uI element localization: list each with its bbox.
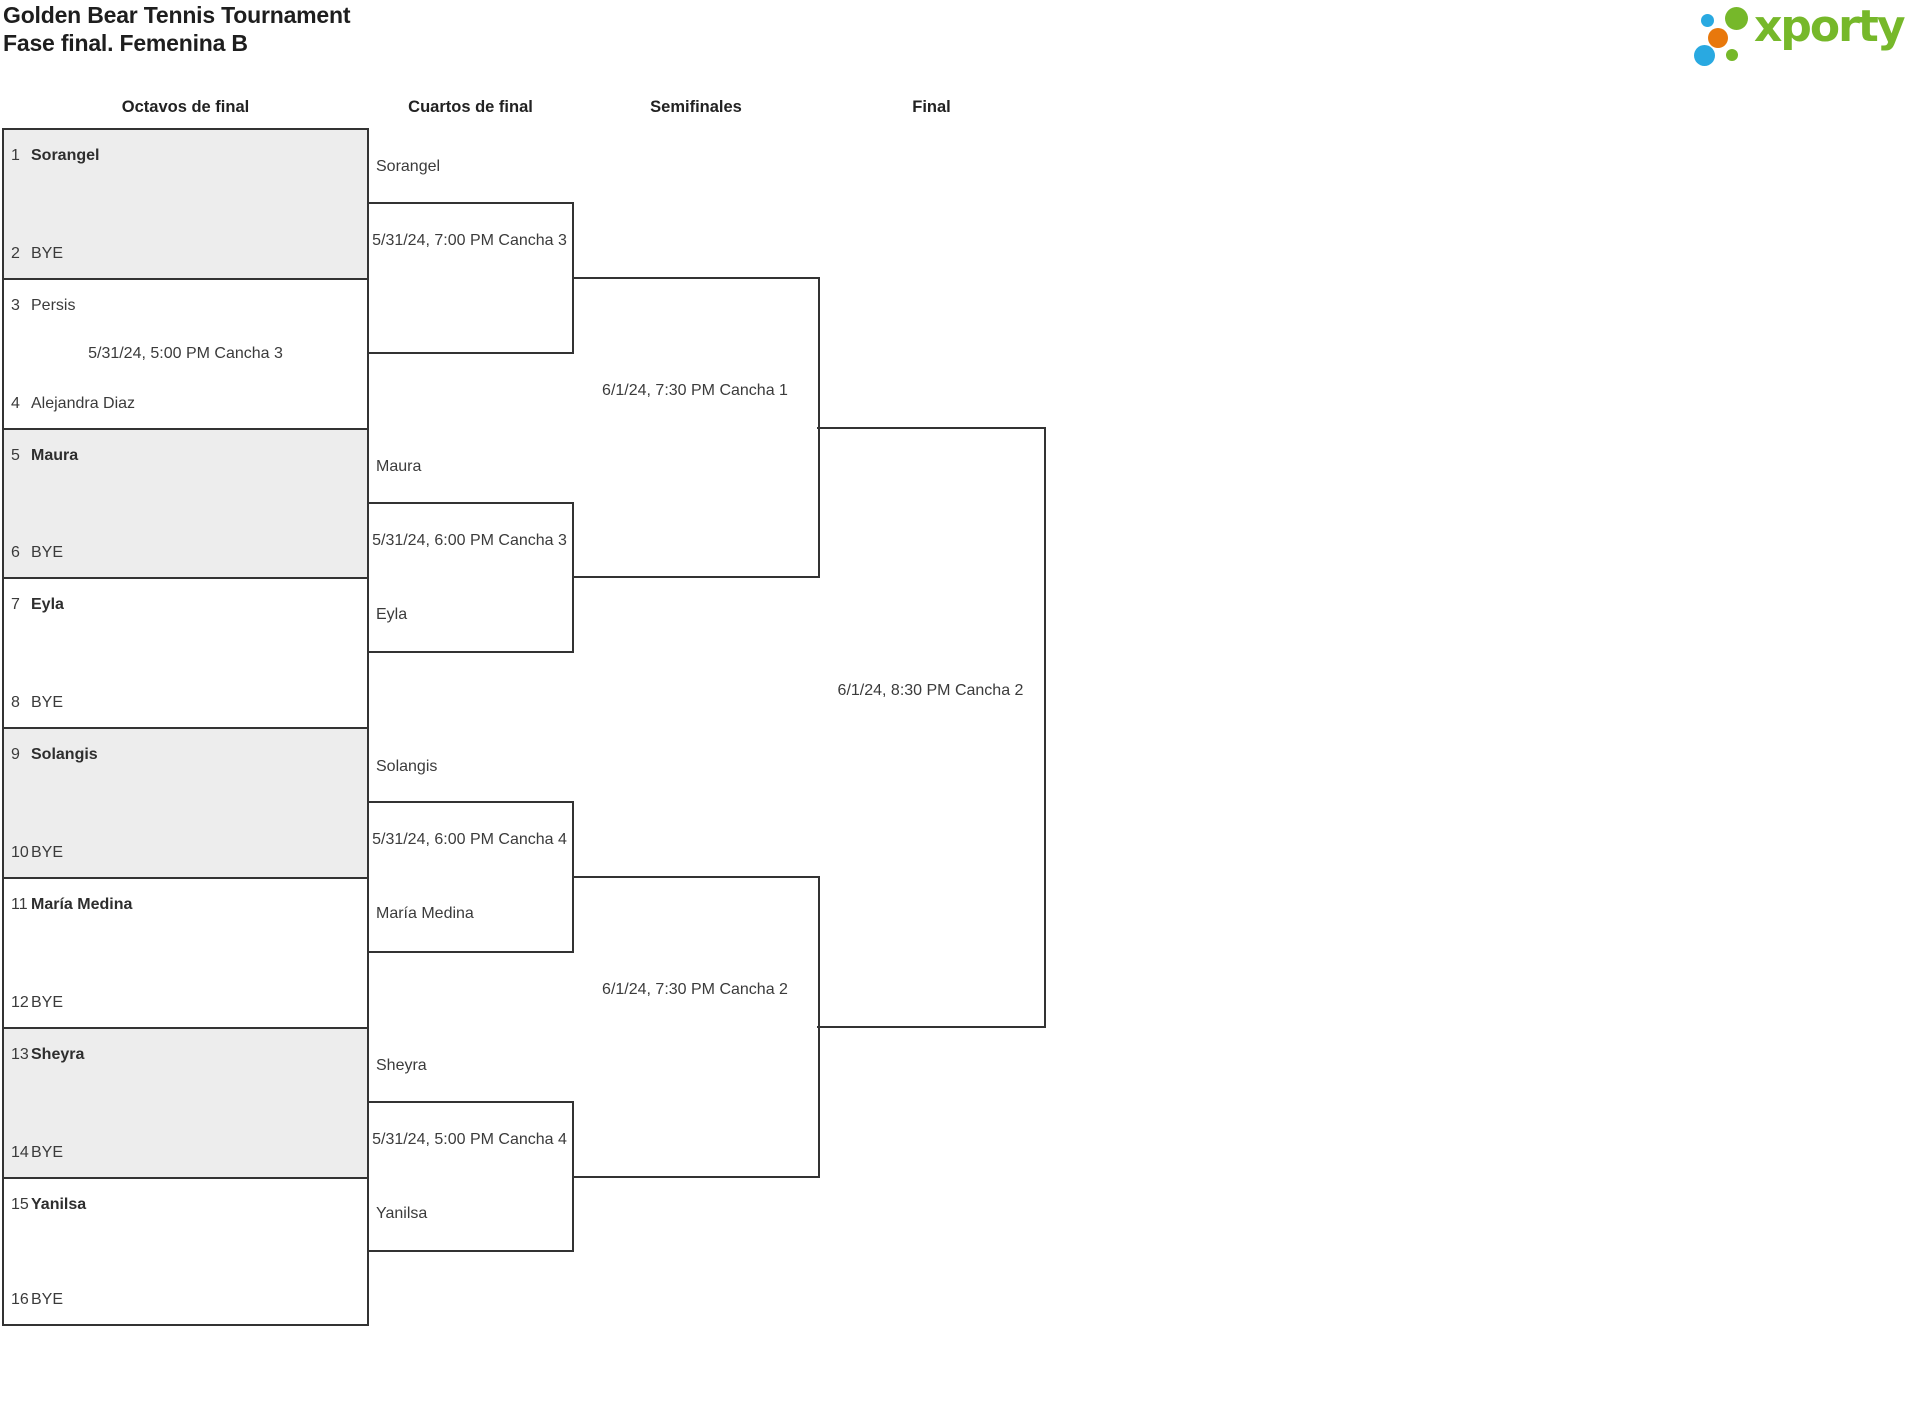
- player-slot: 9 Solangis: [11, 744, 98, 765]
- player-name: BYE: [31, 1143, 64, 1161]
- match-schedule: 5/31/24, 5:00 PM Cancha 4: [372, 1131, 567, 1149]
- player-name: Sheyra: [31, 1045, 85, 1063]
- player-name: BYE: [31, 244, 64, 262]
- seed-number: 16: [11, 1291, 29, 1309]
- advanced-player: Yanilsa: [376, 1204, 428, 1222]
- seed-number: 15: [11, 1195, 29, 1213]
- player-name: Solangis: [31, 746, 98, 764]
- logo-dot-blue-small: [1700, 13, 1714, 27]
- seed-number: 11: [11, 896, 28, 913]
- logo-dot-green-big: [1724, 6, 1748, 30]
- match-r16-3[interactable]: 5 Maura 6 BYE: [2, 427, 369, 578]
- seed-number: 7: [11, 596, 20, 614]
- player-name: BYE: [31, 694, 64, 712]
- player-name: Maura: [31, 446, 79, 464]
- match-r16-4[interactable]: 7 Eyla 8 BYE: [2, 577, 369, 728]
- match-schedule: 5/31/24, 7:00 PM Cancha 3: [372, 232, 567, 250]
- advanced-player: Sorangel: [376, 158, 441, 176]
- round-header-octavos: Octavos de final: [121, 98, 250, 116]
- player-name: Persis: [31, 296, 76, 314]
- seed-number: 3: [11, 296, 20, 314]
- player-name: BYE: [31, 544, 64, 562]
- seed-number: 13: [11, 1045, 29, 1063]
- player-name: Eyla: [31, 596, 64, 614]
- player-slot: 5 Maura: [11, 445, 78, 466]
- match-final[interactable]: 6/1/24, 8:30 PM Cancha 2: [817, 426, 1046, 1028]
- player-name: Alejandra Diaz: [31, 394, 136, 412]
- match-r16-1[interactable]: 1 Sorangel 2 BYE: [2, 128, 369, 278]
- match-qf-3[interactable]: Solangis 5/31/24, 6:00 PM Cancha 4 María…: [367, 758, 574, 953]
- player-slot: 8 BYE: [11, 692, 63, 713]
- seed-number: 14: [11, 1143, 29, 1161]
- match-schedule: 6/1/24, 7:30 PM Cancha 1: [602, 382, 788, 400]
- phase-subtitle: Fase final. Femenina B: [3, 30, 248, 56]
- seed-number: 1: [11, 147, 20, 164]
- advanced-player: Solangis: [376, 757, 438, 775]
- seed-number: 5: [11, 446, 20, 464]
- xporty-logo[interactable]: xporty: [1692, 1, 1912, 66]
- advanced-player: Maura: [376, 458, 422, 475]
- round-header-semifinales: Semifinales: [650, 98, 742, 116]
- logo-dot-green-small: [1726, 49, 1738, 61]
- match-schedule: 5/31/24, 6:00 PM Cancha 3: [372, 531, 567, 549]
- seed-number: 12: [11, 993, 29, 1011]
- seed-number: 10: [11, 843, 29, 861]
- seed-number: 4: [11, 394, 20, 412]
- player-name: BYE: [31, 1291, 64, 1309]
- advanced-player: Sheyra: [376, 1057, 427, 1075]
- tournament-name: Golden Bear Tennis Tournament: [3, 2, 351, 28]
- logo-wordmark: xporty: [1754, 1, 1906, 52]
- player-name: Sorangel: [31, 147, 100, 164]
- match-schedule: 5/31/24, 5:00 PM Cancha 3: [88, 345, 283, 363]
- match-sf-2[interactable]: 6/1/24, 7:30 PM Cancha 2: [572, 876, 820, 1178]
- logo-dot-blue-big: [1693, 44, 1715, 66]
- player-slot: 2 BYE: [11, 243, 63, 264]
- player-slot: 7 Eyla: [11, 594, 64, 615]
- match-schedule: 5/31/24, 6:00 PM Cancha 4: [372, 831, 567, 849]
- seed-number: 6: [11, 544, 20, 562]
- seed-number: 2: [11, 244, 20, 262]
- logo-dot-orange: [1708, 28, 1728, 48]
- player-name: María Medina: [31, 896, 133, 913]
- player-name: Yanilsa: [31, 1195, 87, 1213]
- match-schedule: 6/1/24, 7:30 PM Cancha 2: [602, 981, 788, 999]
- player-slot: 6 BYE: [11, 542, 63, 563]
- player-slot: 1 Sorangel: [11, 145, 99, 166]
- player-name: BYE: [31, 843, 64, 861]
- player-name: BYE: [31, 993, 64, 1011]
- match-qf-4[interactable]: Sheyra 5/31/24, 5:00 PM Cancha 4 Yanilsa: [367, 1057, 574, 1253]
- round-header-final: Final: [912, 98, 951, 116]
- seed-number: 8: [11, 694, 20, 712]
- player-slot: 4 Alejandra Diaz: [11, 393, 135, 414]
- match-schedule: 6/1/24, 8:30 PM Cancha 2: [837, 681, 1024, 699]
- round-header-cuartos: Cuartos de final: [408, 98, 533, 116]
- match-qf-2[interactable]: Maura 5/31/24, 6:00 PM Cancha 3 Eyla: [367, 458, 574, 654]
- advanced-player: Eyla: [376, 605, 408, 623]
- match-sf-1[interactable]: 6/1/24, 7:30 PM Cancha 1: [572, 276, 820, 579]
- seed-number: 9: [11, 746, 20, 764]
- match-qf-1[interactable]: Sorangel 5/31/24, 7:00 PM Cancha 3: [367, 158, 574, 354]
- page-title: Golden Bear Tennis Tournament Fase final…: [3, 1, 351, 57]
- player-slot: 3 Persis: [11, 295, 75, 316]
- advanced-player: María Medina: [376, 905, 474, 923]
- match-r16-2[interactable]: 3 Persis 4 Alejandra Diaz 5/31/24, 5:00 PM…: [2, 277, 369, 428]
